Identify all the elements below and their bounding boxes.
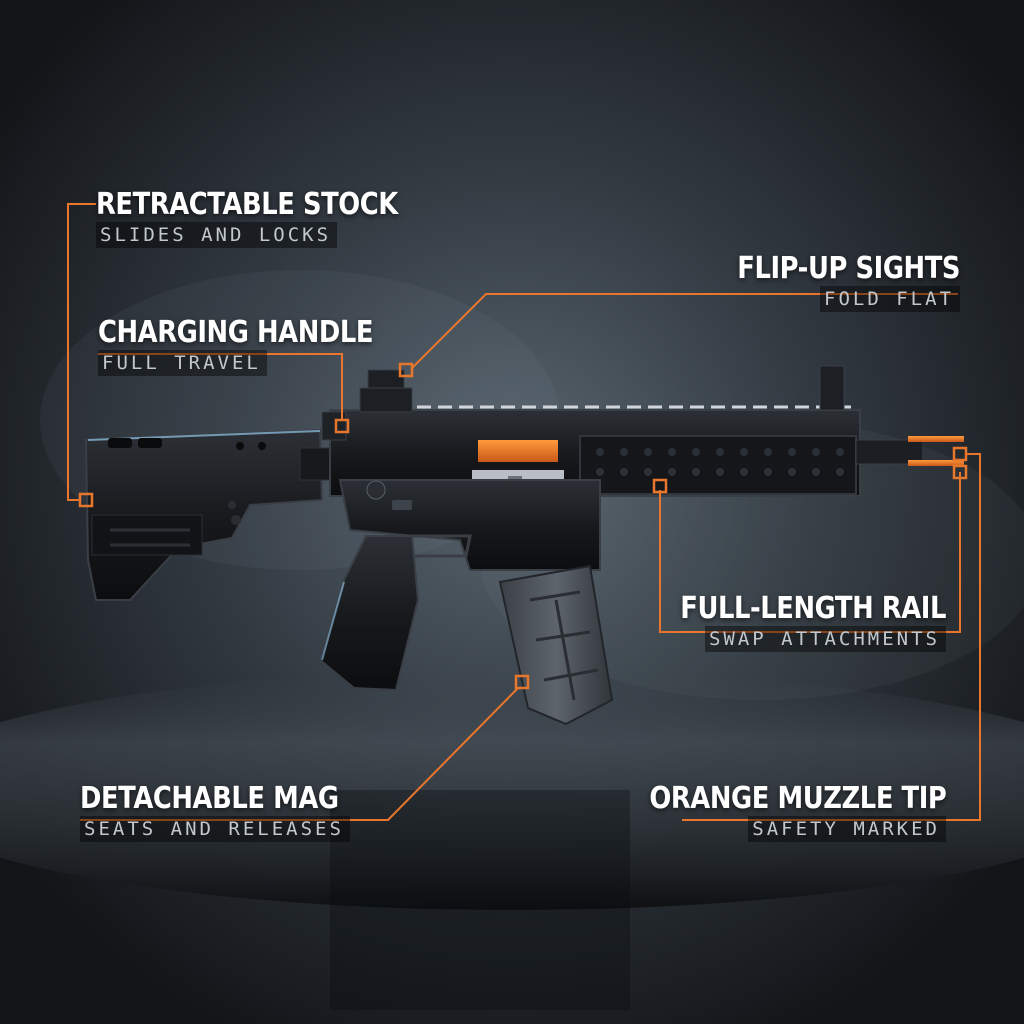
callout-charging-handle: CHARGING HANDLE FULL TRAVEL (98, 316, 418, 376)
callout-title: FULL-LENGTH RAIL (680, 591, 946, 626)
leader-mag (80, 687, 519, 821)
callout-markers (78, 362, 968, 690)
floor-haze (0, 670, 1024, 910)
floor-reflection (330, 790, 630, 1010)
barrel (855, 439, 913, 465)
leader-sights (411, 293, 958, 369)
leader-rail (659, 472, 961, 633)
callout-detachable-mag: DETACHABLE MAG SEATS AND RELEASES (80, 782, 381, 842)
callout-subtitle: SLIDES AND LOCKS (96, 222, 338, 248)
callout-subtitle: SAFETY MARKED (748, 816, 946, 842)
marker-rail (652, 478, 668, 494)
callout-title: DETACHABLE MAG (80, 781, 339, 816)
callout-flip-up-sights: FLIP-UP SIGHTS FOLD FLAT (701, 252, 960, 312)
leader-muzzle (682, 453, 981, 821)
marker-sights (398, 362, 414, 378)
callout-retractable-stock: RETRACTABLE STOCK SLIDES AND LOCKS (96, 188, 447, 248)
marker-handle (334, 418, 350, 434)
callout-subtitle: SWAP ATTACHMENTS (704, 626, 946, 652)
callout-orange-muzzle-tip: ORANGE MUZZLE TIP SAFETY MARKED (601, 782, 946, 842)
marker-mag (514, 674, 530, 690)
callout-title: FLIP-UP SIGHTS (737, 251, 960, 286)
muzzle-tip (908, 436, 964, 466)
marker-muzzle-top (952, 446, 968, 462)
callout-title: CHARGING HANDLE (98, 315, 374, 350)
callout-title: RETRACTABLE STOCK (96, 187, 398, 222)
leader-handle (98, 353, 343, 420)
marker-stock (78, 492, 94, 508)
callout-lines (67, 203, 981, 821)
rifle (84, 365, 964, 726)
handguard (579, 435, 857, 495)
callout-title: ORANGE MUZZLE TIP (648, 781, 946, 816)
callout-subtitle: SEATS AND RELEASES (80, 816, 350, 842)
leader-stock (67, 203, 96, 501)
callout-full-length-rail: FULL-LENGTH RAIL SWAP ATTACHMENTS (637, 592, 946, 652)
callout-subtitle: FULL TRAVEL (98, 350, 267, 376)
marker-muzzle-bottom (952, 464, 968, 480)
lower-receiver (338, 479, 601, 571)
callout-subtitle: FOLD FLAT (820, 286, 960, 312)
